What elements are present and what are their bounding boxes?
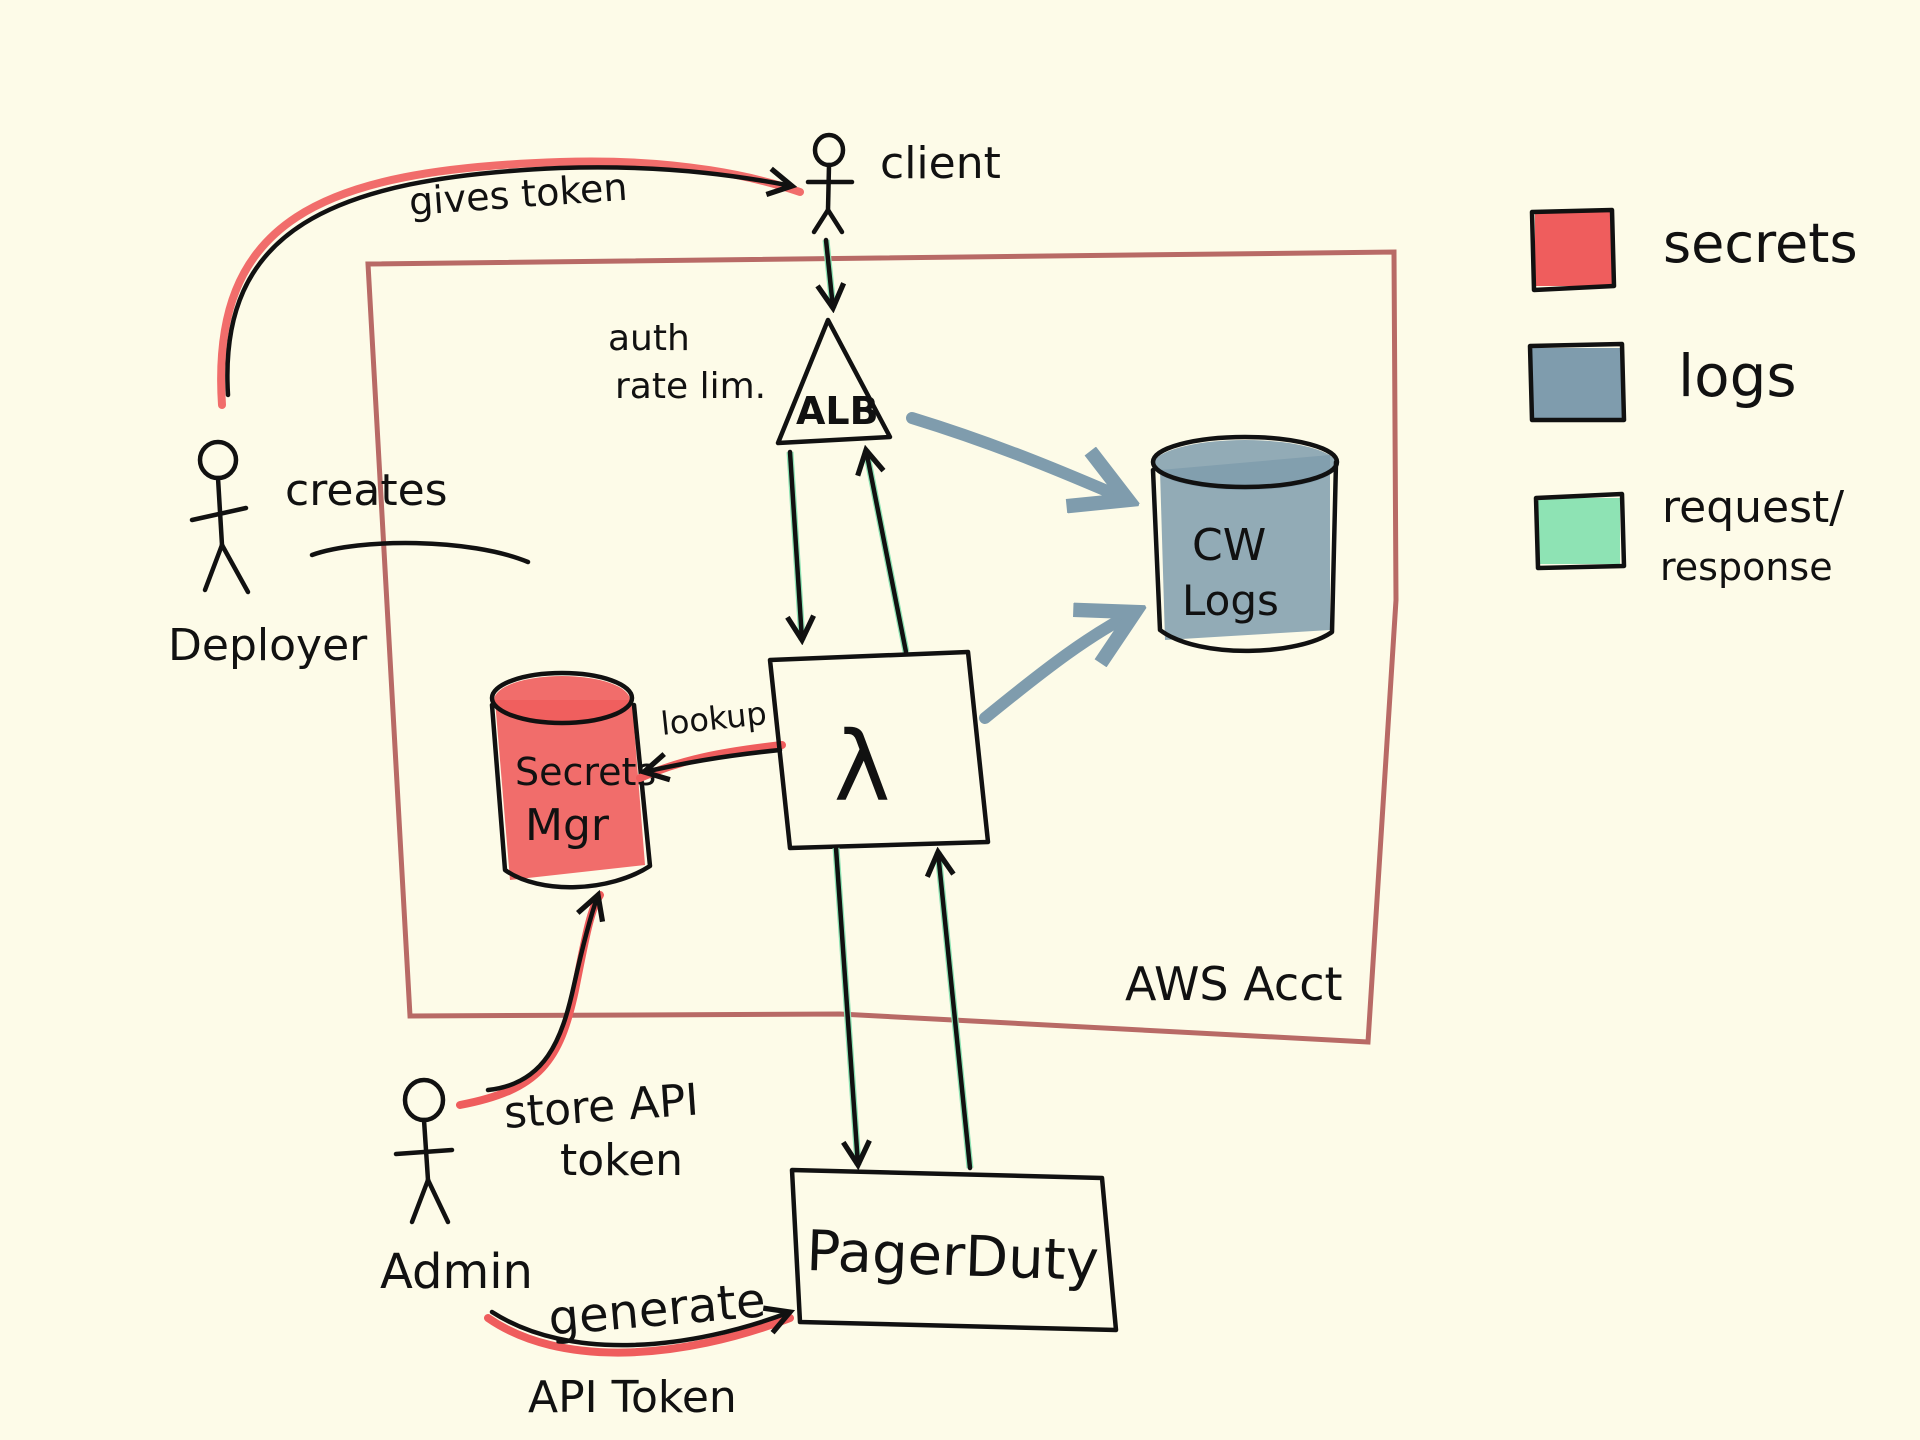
pagerduty-node: PagerDuty	[789, 1167, 1119, 1333]
cw-logs-store: CW Logs	[1150, 434, 1340, 654]
admin-actor-icon	[393, 1077, 455, 1225]
gives-token-arrow	[225, 165, 792, 398]
client-label: client	[880, 138, 1001, 189]
legend: secrets logs request/ response	[1527, 207, 1858, 589]
mgr-label: Mgr	[525, 800, 610, 851]
lookup-label: lookup	[659, 694, 769, 743]
legend-secrets-label: secrets	[1663, 212, 1858, 275]
api-token-label: API Token	[528, 1372, 737, 1423]
aws-account-label: AWS Acct	[1125, 957, 1343, 1011]
alb-to-lambda-arrow	[790, 449, 802, 640]
alb-triangle-icon	[775, 317, 893, 446]
alb-node: ALB	[775, 317, 893, 446]
lambda-to-pagerduty-arrow	[833, 845, 858, 1165]
cw-label: CW	[1192, 520, 1266, 571]
admin-label: Admin	[380, 1244, 533, 1300]
legend-logs-label: logs	[1678, 342, 1797, 410]
pagerduty-to-lambda-arrow	[938, 852, 973, 1171]
creates-label: creates	[285, 465, 448, 516]
logs-store-label: Logs	[1182, 576, 1279, 625]
store-token-arrow	[485, 895, 598, 1093]
lambda-to-alb-arrow	[866, 450, 909, 655]
lambda-function-node: λ	[767, 649, 991, 851]
generate-arrow	[489, 1312, 790, 1348]
legend-request-label: request/	[1662, 482, 1844, 533]
lambda-to-logs-arrow	[979, 612, 1135, 724]
auth-label: auth	[608, 318, 690, 359]
aws-account-boundary	[365, 249, 1399, 1045]
lambda-symbol: λ	[834, 711, 891, 823]
secrets-manager-store: Secrets Mgr	[489, 670, 656, 890]
generate-arrow-highlight	[484, 1314, 794, 1357]
rate-limit-label: rate lim.	[615, 366, 766, 407]
client-actor-icon	[805, 132, 855, 235]
legend-logs: logs	[1527, 341, 1797, 423]
legend-request-response: request/ response	[1533, 482, 1844, 589]
alb-to-logs-arrow	[906, 412, 1128, 500]
secrets-store-label: Secrets	[515, 750, 656, 794]
creates-line	[309, 540, 531, 565]
store-api-label: store API	[502, 1075, 700, 1139]
legend-secrets: secrets	[1529, 207, 1858, 293]
alb-label: ALB	[796, 389, 879, 433]
legend-response-label: response	[1660, 545, 1833, 589]
lookup-arrow	[644, 747, 783, 772]
pagerduty-label: PagerDuty	[805, 1219, 1099, 1294]
deployer-actor-icon	[189, 439, 251, 595]
token-label: token	[560, 1135, 683, 1186]
deployer-label: Deployer	[168, 620, 368, 671]
